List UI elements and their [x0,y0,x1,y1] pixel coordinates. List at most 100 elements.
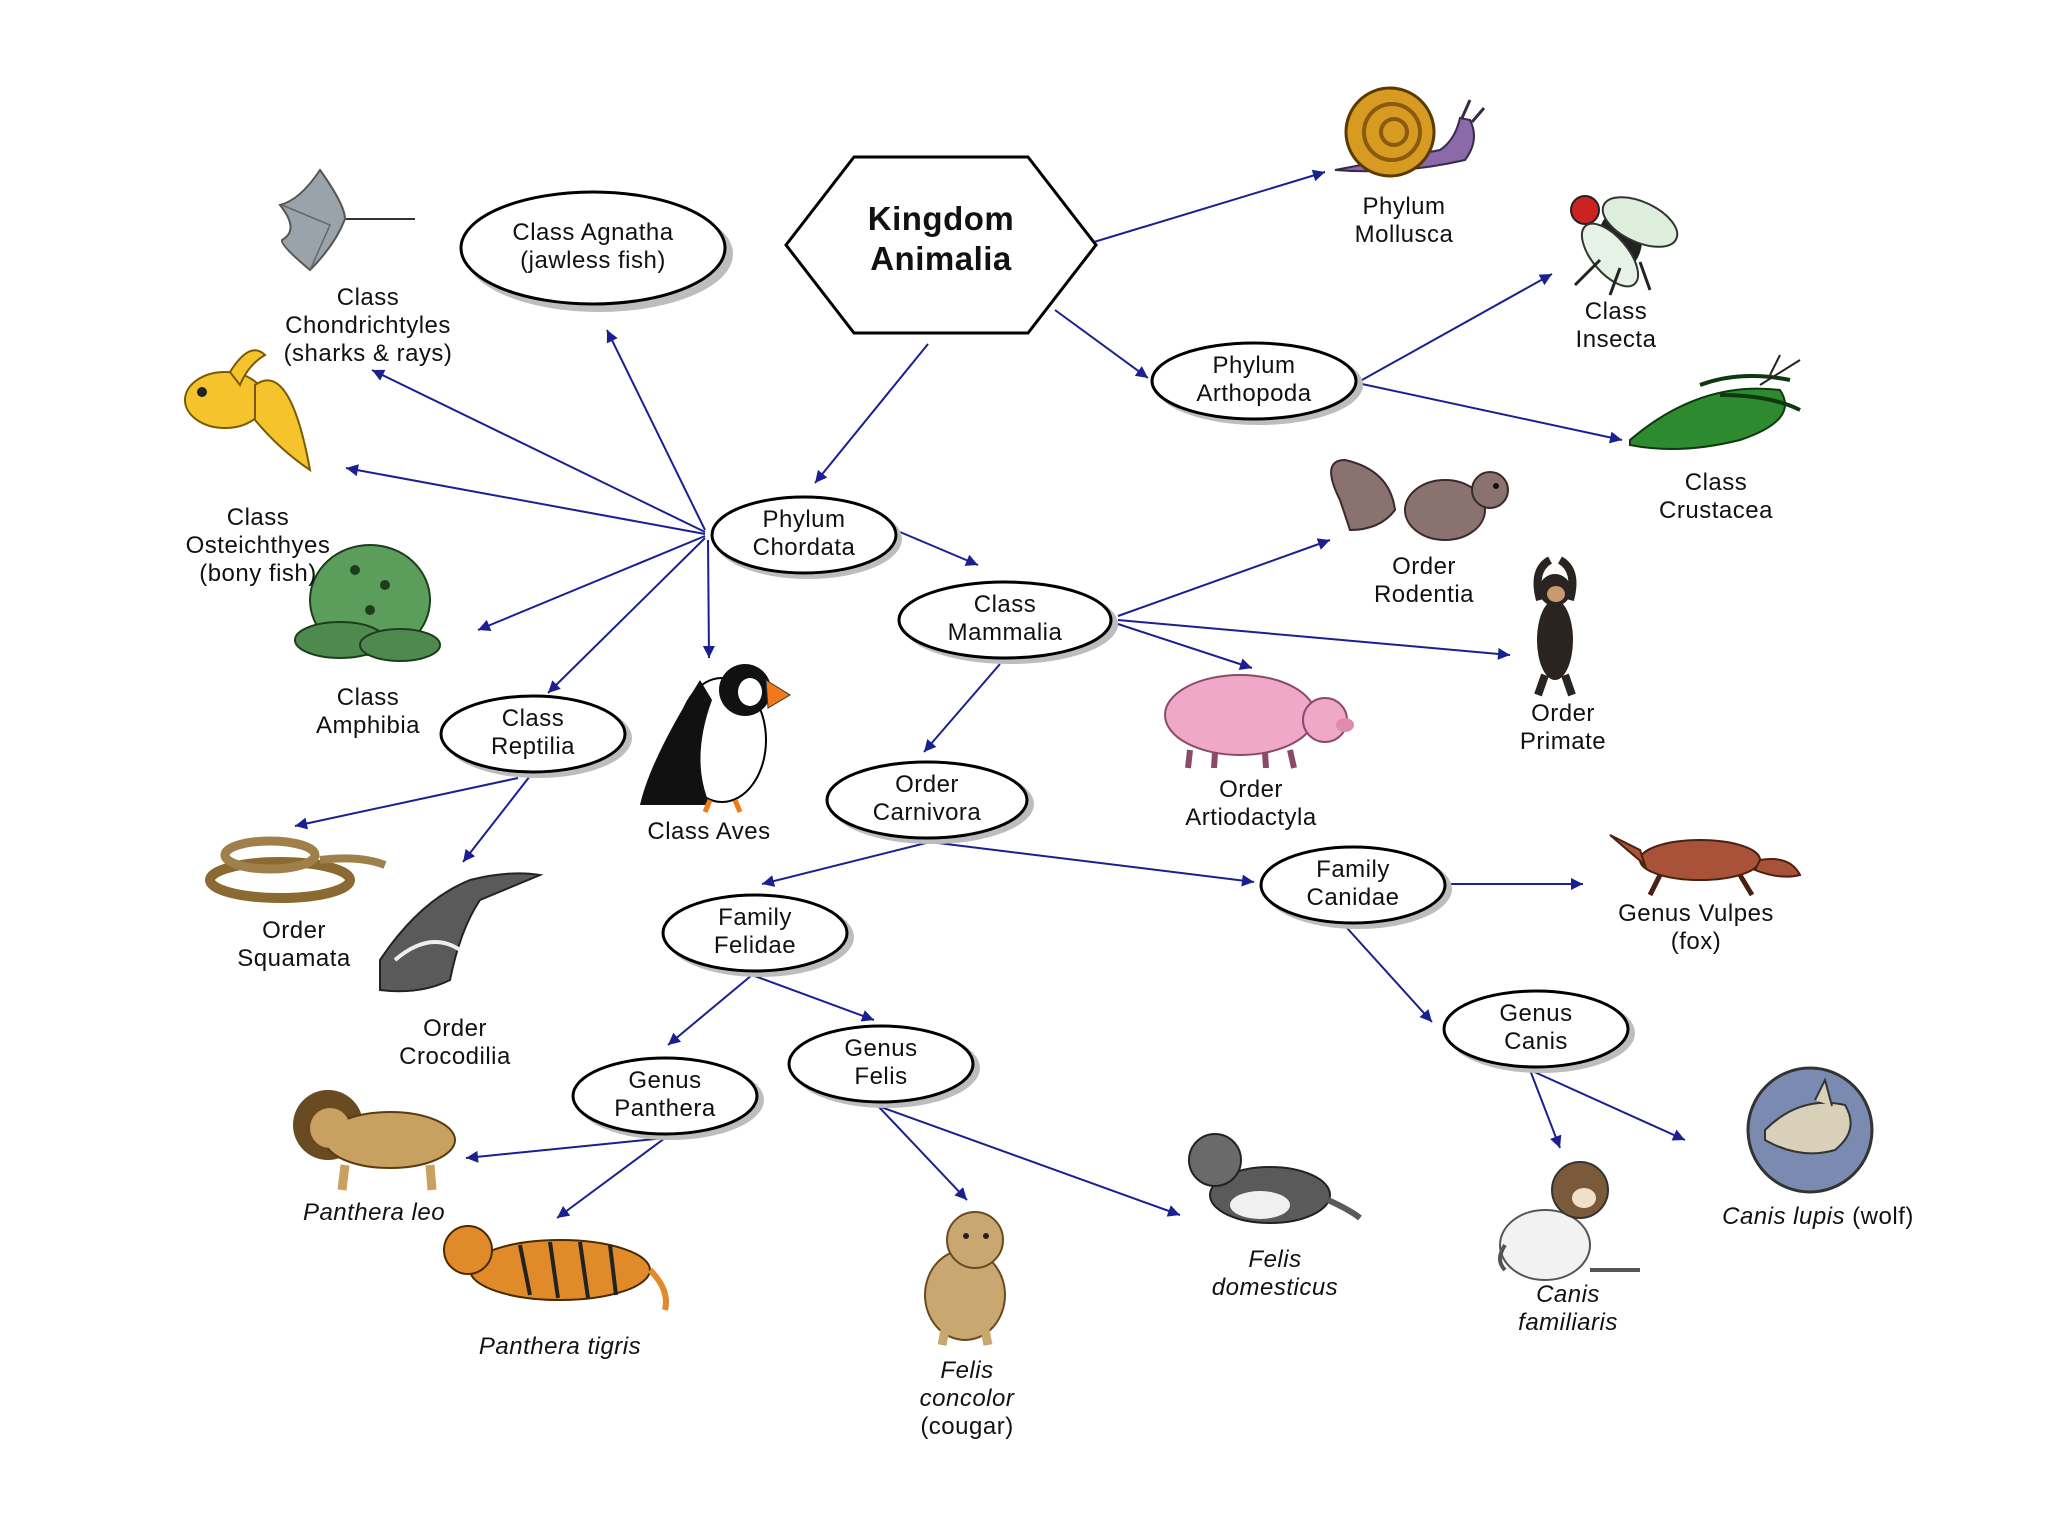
mammalia-line2: Mammalia [948,619,1063,646]
label-squamata-1: Order [262,917,326,944]
edge-mammalia-artiodactyla [1117,623,1253,670]
chimp-icon [1533,556,1577,697]
label-chondrichthyes-2: Chondrichtyles [285,312,451,339]
snail-icon [1334,86,1486,178]
arthropoda-line1: Phylum [1212,352,1295,379]
lion-icon [293,1090,456,1191]
label-lupus: Canis lupis (wolf) [1722,1203,1914,1230]
label-lupus-species: Canis lupis [1722,1203,1845,1230]
kingdom-line2: Animalia [870,240,1012,277]
label-squamata-2: Squamata [237,945,351,972]
edge-chordata-agnatha [606,329,706,531]
node-felidae: Family Felidae [661,893,854,977]
label-familiaris-1: Canis [1536,1281,1600,1308]
carnivora-line2: Carnivora [873,799,982,826]
label-vulpes-2: (fox) [1671,928,1722,955]
label-crocodilia-2: Crocodilia [399,1043,511,1070]
edge-arthropoda-insecta [1361,273,1553,381]
chordata-line1: Phylum [762,506,845,533]
wolf-icon [1746,1066,1874,1194]
label-aves: Class Aves [647,818,770,845]
label-lupus-common: (wolf) [1845,1203,1914,1230]
node-carnivora: Order Carnivora [825,760,1034,844]
label-chondrichthyes-1: Class [337,284,400,311]
edge-kingdom-arthropoda [1054,309,1149,379]
node-canidae: Family Canidae [1259,845,1452,929]
edge-felis-concolor [877,1105,968,1201]
puffin-icon [640,664,791,813]
edge-chordata-amphibia [477,535,706,631]
edge-chordata-mammalia [899,531,979,566]
edge-panthera-tigris [556,1137,666,1219]
arthropoda-line2: Arthopoda [1196,380,1311,407]
edge-felidae-felis [751,974,875,1022]
label-panthera-leo: Panthera leo [303,1199,445,1226]
fly-icon [1570,195,1679,296]
fox-icon [1609,834,1802,897]
node-mammalia: Class Mammalia [897,580,1118,664]
pig-icon [1164,674,1354,769]
frog-icon [294,544,441,662]
leaf-labels: Phylum Mollusca Class Insecta Class Crus… [186,193,1914,1440]
felidae-line2: Felidae [714,932,796,959]
snake-icon [205,836,387,903]
label-artiodactyla-1: Order [1219,776,1283,803]
node-chordata: Phylum Chordata [710,495,902,579]
label-rodentia-1: Order [1392,553,1456,580]
label-osteichthyes-3: (bony fish) [199,560,317,587]
kitten-icon [1188,1133,1362,1224]
node-canis: Genus Canis [1442,989,1635,1073]
label-vulpes-1: Genus Vulpes [1618,900,1774,927]
felis-line1: Genus [844,1035,917,1062]
edge-canis-lupus [1529,1069,1686,1141]
label-amphibia-2: Amphibia [316,712,420,739]
goldfish-icon [184,349,312,473]
label-osteichthyes-2: Osteichthyes [186,532,331,559]
label-rodentia-2: Rodentia [1374,581,1474,608]
edge-mammalia-primate [1117,619,1511,660]
label-domesticus-1: Felis [1248,1246,1301,1273]
chordata-line2: Chordata [753,534,856,561]
cougar-cub-icon [924,1211,1006,1346]
label-crustacea-1: Class [1685,469,1748,496]
canis-line1: Genus [1499,1000,1572,1027]
node-arthropoda: Phylum Arthopoda [1150,341,1363,425]
label-primate-1: Order [1531,700,1595,727]
label-familiaris-2: familiaris [1518,1309,1618,1336]
canidae-line2: Canidae [1307,884,1400,911]
crocodile-icon [379,872,544,993]
agnatha-line2: (jawless fish) [520,247,666,274]
label-crocodilia-1: Order [423,1015,487,1042]
label-insecta-2: Insecta [1576,326,1657,353]
lobster-icon [1629,354,1801,450]
squirrel-icon [1330,458,1509,541]
edge-felis-domesticus [877,1105,1181,1217]
node-panthera: Genus Panthera [571,1056,764,1140]
edge-kingdom-chordata [814,343,929,484]
edge-mammalia-carnivora [923,663,1001,753]
reptilia-line2: Reptilia [491,733,575,760]
label-primate-2: Primate [1520,728,1606,755]
edge-mammalia-rodentia [1117,538,1331,617]
puppy-icon [1498,1161,1640,1281]
label-artiodactyla-2: Artiodactyla [1185,804,1317,831]
edge-reptilia-crocodilia [462,775,531,863]
mammalia-line1: Class [974,591,1037,618]
felidae-line1: Family [718,904,792,931]
edge-canidae-canis [1346,927,1433,1023]
label-chondrichthyes-3: (sharks & rays) [284,340,453,367]
label-domesticus-2: domesticus [1212,1274,1338,1301]
label-concolor-1: Felis [940,1357,993,1384]
edge-canis-familiaris [1529,1069,1562,1149]
edge-chordata-reptilia [547,537,706,694]
label-concolor-2: concolor [920,1385,1015,1412]
edge-kingdom-mollusca [1093,169,1326,243]
panthera-line1: Genus [628,1067,701,1094]
stingray-icon [278,168,347,272]
edges [294,169,1686,1219]
edge-chordata-osteichthyes [345,464,706,535]
label-mollusca-2: Mollusca [1355,221,1454,248]
reptilia-line1: Class [502,705,565,732]
label-panthera-tigris: Panthera tigris [479,1333,641,1360]
